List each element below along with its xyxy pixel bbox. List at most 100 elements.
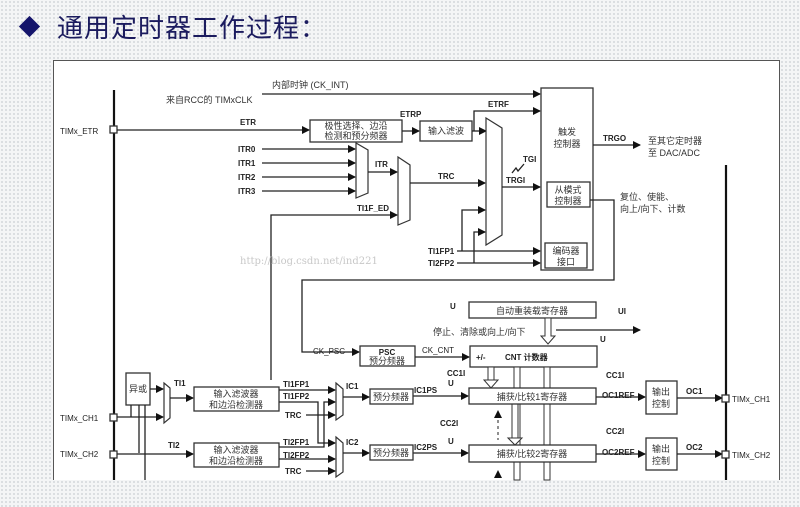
ch1-out-pin (721, 394, 730, 403)
filter-2b: 和边沿检测器 (209, 455, 263, 466)
itr3-label: ITR3 (238, 187, 256, 196)
ccr2-text: 捕获/比较2寄存器 (497, 448, 568, 459)
slave-out-1: 复位、使能、 (620, 191, 674, 202)
ti1fp2-label: TI1FP2 (283, 392, 310, 401)
ic1ps-label: IC1PS (414, 386, 438, 395)
ccr1-u-label: U (448, 379, 454, 388)
ti2-label: TI2 (168, 441, 180, 450)
cnt-counter (469, 345, 598, 368)
capture-compare-1-register (468, 387, 597, 405)
cc2i-label-right: CC2I (606, 427, 624, 436)
slave-ctrl-2: 控制器 (554, 195, 581, 206)
slave-ctrl-1: 从模式 (554, 184, 581, 195)
arr-text: 自动重装载寄存器 (496, 305, 568, 316)
ic1-mux (335, 381, 344, 422)
arr-u-label: U (450, 302, 456, 311)
etrf-label: ETRF (488, 100, 509, 109)
trgo-label: TRGO (603, 134, 626, 143)
trc-mux (397, 155, 411, 226)
ch1-in-pin (109, 413, 118, 422)
ti1fp1-label: TI1FP1 (283, 380, 310, 389)
polarity-text-1: 极性选择、边沿 (324, 120, 387, 131)
itr0-label: ITR0 (238, 145, 256, 154)
polarity-text-2: 检测和预分频器 (324, 130, 387, 141)
ck-cnt-label: CK_CNT (422, 346, 454, 355)
etrf-line (473, 107, 541, 131)
oc1-label: OC1 (686, 387, 703, 396)
ti1-mux (163, 381, 171, 425)
ti1fp1-to-mux (461, 206, 486, 251)
ic1-prescaler-text: 预分频器 (373, 391, 409, 402)
trigger-mux (485, 116, 503, 247)
slave-mode-controller (546, 181, 591, 208)
cnt-ccr-buses (482, 366, 551, 481)
filter-1b: 和边沿检测器 (209, 399, 263, 410)
cnt-label: CNT 计数器 (505, 352, 549, 362)
ck-psc-line (301, 199, 615, 356)
ti1f-ed-line (270, 211, 398, 380)
cc1i-label-right: CC1I (606, 371, 624, 380)
trgi-label: TRGI (506, 176, 525, 185)
timx-etr-label: TIMx_ETR (60, 127, 98, 136)
trigger-ctrl-1: 触发 (558, 126, 576, 137)
ic2ps-label: IC2PS (414, 443, 438, 452)
cnt-sign: +/- (476, 353, 486, 362)
itr2-label: ITR2 (238, 173, 256, 182)
ccr1-text: 捕获/比较1寄存器 (497, 391, 568, 402)
filter-edge-detector-1 (193, 386, 280, 412)
output-ctrl-1a: 输出 (652, 386, 670, 397)
trigger-controller (540, 87, 594, 271)
cc1i-label-left: CC1I (447, 369, 465, 378)
ic1-label: IC1 (346, 382, 359, 391)
xor-block (125, 372, 151, 406)
output-ctrl-2a: 输出 (652, 443, 670, 454)
slide-title: 通用定时器工作过程： (14, 6, 327, 46)
tgi-label: TGI (523, 155, 536, 164)
output-ctrl-1b: 控制 (652, 398, 670, 409)
ti2fp1-label: TI2FP1 (283, 438, 310, 447)
timx-ch2-in-label: TIMx_CH2 (60, 450, 99, 459)
itr-mux (355, 141, 369, 199)
auto-reload-register (468, 301, 597, 319)
watermark: http://blog.csdn.net/ind221 (240, 256, 378, 267)
trc-label: TRC (438, 172, 455, 181)
cc2i-label-left: CC2I (440, 419, 458, 428)
input-filter-text: 输入滤波 (428, 125, 464, 136)
encoder-2: 接口 (557, 256, 575, 267)
ck-int-label: 内部时钟 (CK_INT) (272, 79, 349, 90)
ui-label: UI (618, 307, 626, 316)
encoder-1: 编码器 (552, 245, 579, 256)
timx-ch1-out-label: TIMx_CH1 (732, 395, 771, 404)
filter-edge-detector-2 (193, 442, 280, 468)
psc-sub: 预分频器 (369, 355, 405, 366)
etrp-label: ETRP (400, 110, 422, 119)
timxclk-label: 来自RCC的 TIMxCLK (166, 94, 253, 105)
oc2-label: OC2 (686, 443, 703, 452)
encoder-interface (544, 242, 588, 269)
ck-psc-label: CK_PSC (313, 347, 345, 356)
slide-title-text: 通用定时器工作过程： (57, 13, 328, 44)
tgi-interrupt-icon (511, 163, 525, 174)
ic2-label: IC2 (346, 438, 359, 447)
oc1ref-label: OC1REF (602, 391, 635, 400)
ic-input-lines (279, 386, 336, 475)
oc2ref-label: OC2REF (602, 448, 635, 457)
timx-ch2-out-label: TIMx_CH2 (732, 451, 771, 460)
itr-label: ITR (375, 160, 388, 169)
ti2fp2-label: TI2FP2 (283, 451, 310, 460)
etr-label: ETR (240, 118, 256, 127)
stop-clear-label: 停止、清除或向上/向下 (433, 326, 526, 337)
filter-2a: 输入滤波器 (213, 444, 258, 455)
ccr2-u-label: U (448, 437, 454, 446)
itr1-label: ITR1 (238, 159, 256, 168)
ic2-mux (335, 435, 344, 479)
ti2fp2-to-mux (473, 228, 486, 263)
trc-label-2: TRC (285, 467, 302, 476)
ch2-in-pin (109, 450, 118, 459)
ti1-label: TI1 (174, 379, 186, 388)
ti1f-ed-label: TI1F_ED (357, 204, 389, 213)
ic2-prescaler-text: 预分频器 (373, 447, 409, 458)
filter-1a: 输入滤波器 (213, 388, 258, 399)
itr-inputs: ITR0 ITR1 ITR2 ITR3 (238, 145, 356, 196)
